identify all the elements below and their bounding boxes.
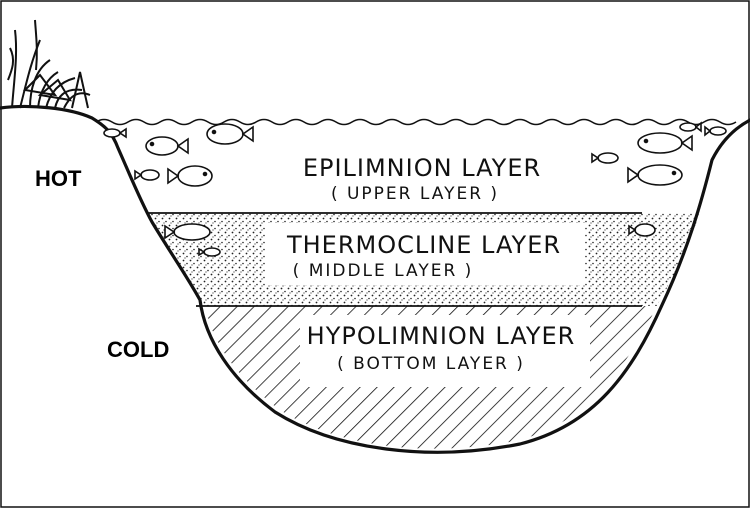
water-surface-line: [96, 120, 736, 125]
cold-label: COLD: [107, 337, 169, 362]
epilimnion-title: EPILIMNION LAYER: [303, 154, 541, 182]
thermocline-subtitle: ( MIDDLE LAYER ): [293, 261, 474, 281]
fish-icon: [135, 170, 159, 180]
fish-icon: [146, 137, 188, 155]
fish-icon: [207, 124, 253, 144]
fish-icon: [104, 129, 126, 137]
fish-icon: [168, 166, 212, 186]
hypolimnion-title: HYPOLIMNION LAYER: [307, 322, 576, 350]
thermocline-title: THERMOCLINE LAYER: [286, 231, 561, 259]
hypolimnion-subtitle: ( BOTTOM LAYER ): [337, 354, 525, 374]
epilimnion-subtitle: ( UPPER LAYER ): [331, 184, 499, 204]
shore-plants-icon: [8, 20, 90, 108]
hot-label: HOT: [35, 166, 82, 191]
fish-icon: [705, 127, 726, 135]
fish-icon: [628, 165, 682, 185]
fish-icon: [592, 153, 618, 163]
fish-icon: [638, 133, 692, 153]
